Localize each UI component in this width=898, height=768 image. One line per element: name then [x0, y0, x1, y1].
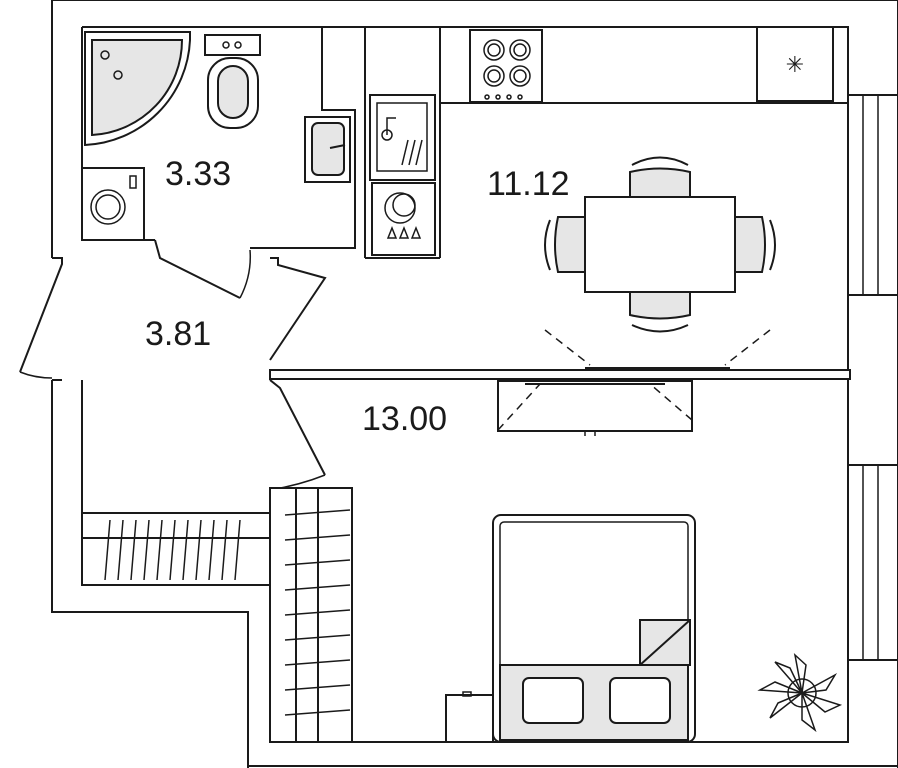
dishwasher-icon	[371, 182, 436, 256]
nightstand-icon	[445, 691, 494, 743]
area-label-living-room: 13.00	[362, 400, 447, 438]
washing-machine-icon	[81, 167, 145, 241]
plant-icon	[757, 652, 843, 733]
entry-door	[19, 257, 63, 381]
area-label-bathroom: 3.33	[165, 155, 231, 193]
shower-icon	[84, 31, 191, 147]
kitchen-sink-icon	[369, 94, 436, 181]
pillow-icon	[522, 677, 671, 724]
stove-icon	[469, 29, 543, 103]
sink-icon	[304, 116, 351, 183]
window-living-room	[847, 464, 898, 661]
chair-icon	[544, 156, 776, 333]
kitchen-door	[269, 257, 327, 361]
fridge-icon: ✳	[756, 26, 834, 102]
table-icon	[584, 196, 736, 293]
toilet-icon	[204, 34, 261, 129]
partition-wall	[269, 369, 851, 380]
svg-text:✳: ✳	[786, 53, 804, 78]
wardrobe-icon	[81, 487, 353, 743]
bathroom-door	[154, 239, 258, 299]
area-label-kitchen: 11.12	[487, 165, 570, 203]
tv-icon	[497, 329, 771, 436]
window-kitchen	[847, 94, 898, 296]
living-room-door	[269, 379, 326, 491]
outer-walls	[51, 0, 898, 768]
area-label-hallway: 3.81	[145, 315, 211, 353]
